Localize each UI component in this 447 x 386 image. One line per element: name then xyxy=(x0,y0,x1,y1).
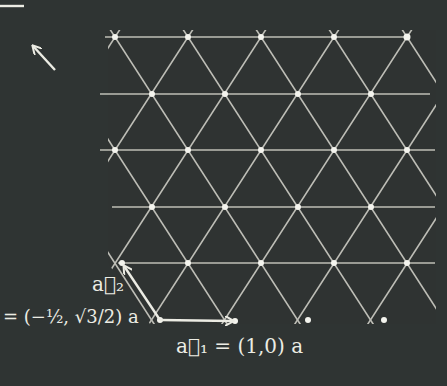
vector-name: a⃗₂ xyxy=(92,272,124,296)
vector-components: = (−½, √3/2) a xyxy=(3,306,139,328)
vector-definition: a⃗₁ = (1,0) a xyxy=(176,334,303,358)
